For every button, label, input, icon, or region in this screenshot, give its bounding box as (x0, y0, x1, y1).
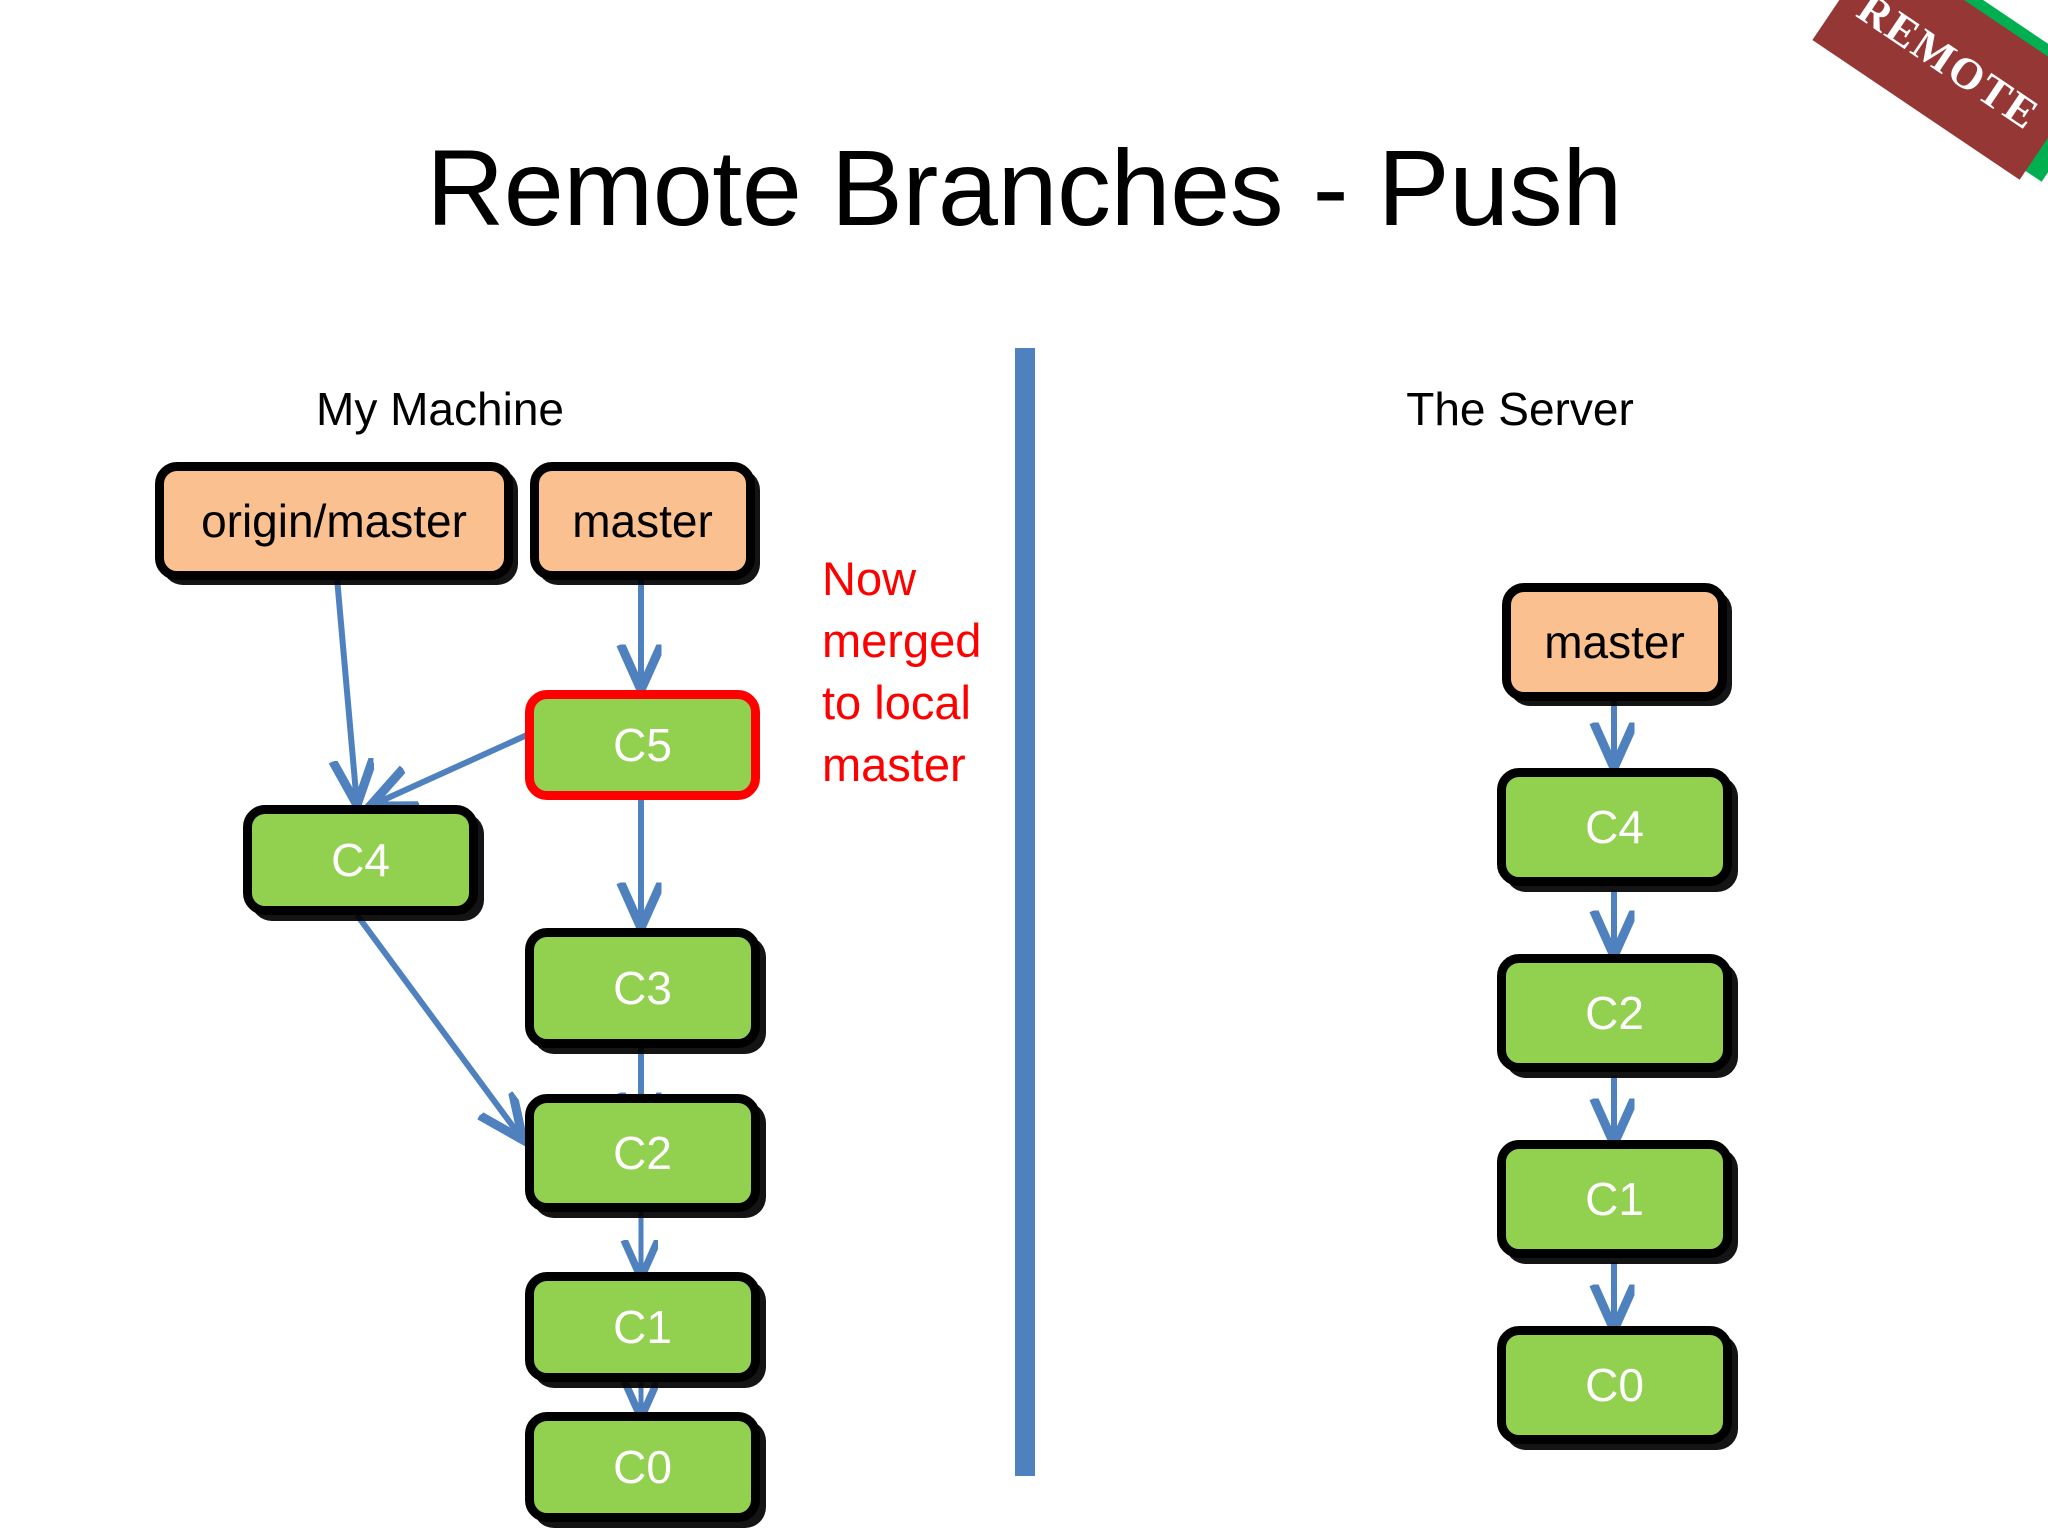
local-commit-c4[interactable]: C4 (243, 805, 478, 915)
local-commit-c1-label: C1 (613, 1301, 672, 1353)
local-commit-c2-label: C2 (613, 1127, 672, 1179)
server-commit-c2-label: C2 (1585, 987, 1644, 1039)
server-commit-c1-label: C1 (1585, 1173, 1644, 1225)
local-commit-c3[interactable]: C3 (525, 928, 760, 1048)
local-commit-c3-label: C3 (613, 962, 672, 1014)
server-commit-c1[interactable]: C1 (1497, 1140, 1732, 1258)
local-commit-c5[interactable]: C5 (525, 690, 760, 800)
column-divider (1015, 348, 1035, 1476)
column-heading-my-machine: My Machine (316, 383, 564, 435)
local-commit-c1[interactable]: C1 (525, 1272, 760, 1382)
local-branch-origin-master-label: origin/master (201, 495, 467, 547)
local-branch-master[interactable]: master (530, 462, 755, 580)
local-commit-c2[interactable]: C2 (525, 1094, 760, 1212)
page-title: Remote Branches - Push (426, 127, 1622, 248)
arrow-c4-to-c2 (354, 913, 523, 1140)
remote-stamp-label: REMOTE (1849, 0, 2048, 140)
server-commit-c0-label: C0 (1585, 1359, 1644, 1411)
column-heading-the-server: The Server (1406, 383, 1634, 435)
local-commit-c4-label: C4 (331, 834, 390, 886)
arrow-c5-to-c4 (370, 732, 529, 806)
server-commit-c2[interactable]: C2 (1497, 954, 1732, 1072)
local-commit-c5-label: C5 (613, 719, 672, 771)
server-commit-c4-label: C4 (1585, 801, 1644, 853)
server-commit-c0[interactable]: C0 (1497, 1326, 1732, 1444)
arrow-originmaster-to-c4 (337, 577, 357, 805)
server-commit-c4[interactable]: C4 (1497, 768, 1732, 886)
local-commit-c0[interactable]: C0 (525, 1412, 760, 1522)
server-branch-master-label: master (1544, 616, 1685, 668)
server-branch-master[interactable]: master (1502, 583, 1727, 701)
remote-stamp: REMOTE (1800, 0, 2048, 212)
merge-annotation: Now merged to local master (822, 552, 982, 791)
local-branch-master-label: master (572, 495, 713, 547)
local-branch-origin-master[interactable]: origin/master (155, 462, 513, 580)
local-commit-c0-label: C0 (613, 1441, 672, 1493)
